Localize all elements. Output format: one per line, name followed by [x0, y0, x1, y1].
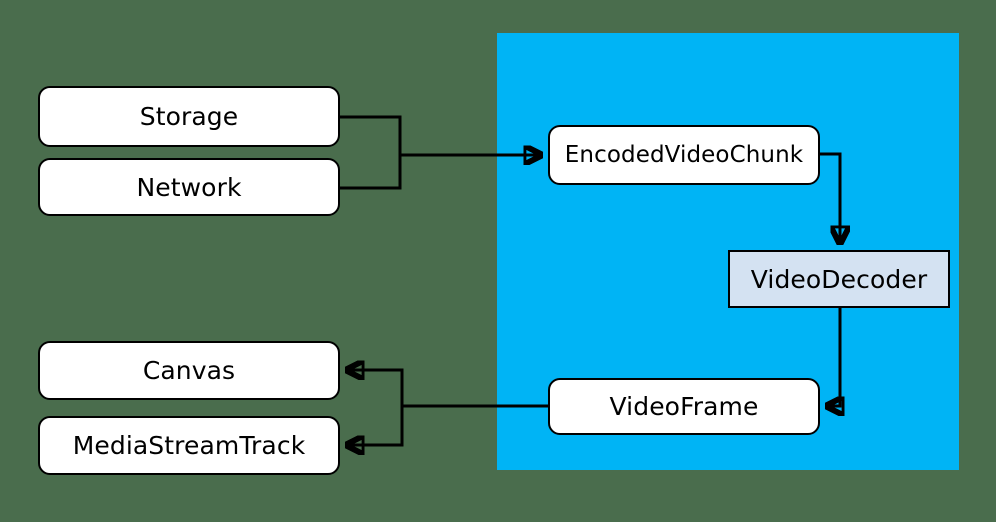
- node-mediastreamtrack-label: MediaStreamTrack: [72, 431, 306, 460]
- node-mediastreamtrack[interactable]: MediaStreamTrack: [38, 416, 340, 475]
- edge-junction-to-mediastreamtrack: [347, 406, 404, 445]
- edge-storage-to-junction: [340, 115, 402, 155]
- node-storage-label: Storage: [139, 102, 239, 131]
- node-videoframe-label: VideoFrame: [609, 392, 759, 421]
- node-network-label: Network: [136, 172, 242, 202]
- node-canvas[interactable]: Canvas: [38, 341, 340, 400]
- node-videoframe[interactable]: VideoFrame: [548, 378, 820, 435]
- node-canvas-label: Canvas: [142, 356, 236, 385]
- edge-network-to-junction: [340, 155, 402, 190]
- node-videodecoder[interactable]: VideoDecoder: [728, 250, 950, 308]
- edge-junction-to-canvas: [347, 370, 404, 406]
- node-encodedvideochunk[interactable]: EncodedVideoChunk: [548, 125, 820, 185]
- node-videodecoder-label: VideoDecoder: [750, 264, 928, 294]
- node-storage[interactable]: Storage: [38, 86, 340, 147]
- node-network[interactable]: Network: [38, 158, 340, 216]
- node-encodedvideochunk-label: EncodedVideoChunk: [564, 141, 804, 168]
